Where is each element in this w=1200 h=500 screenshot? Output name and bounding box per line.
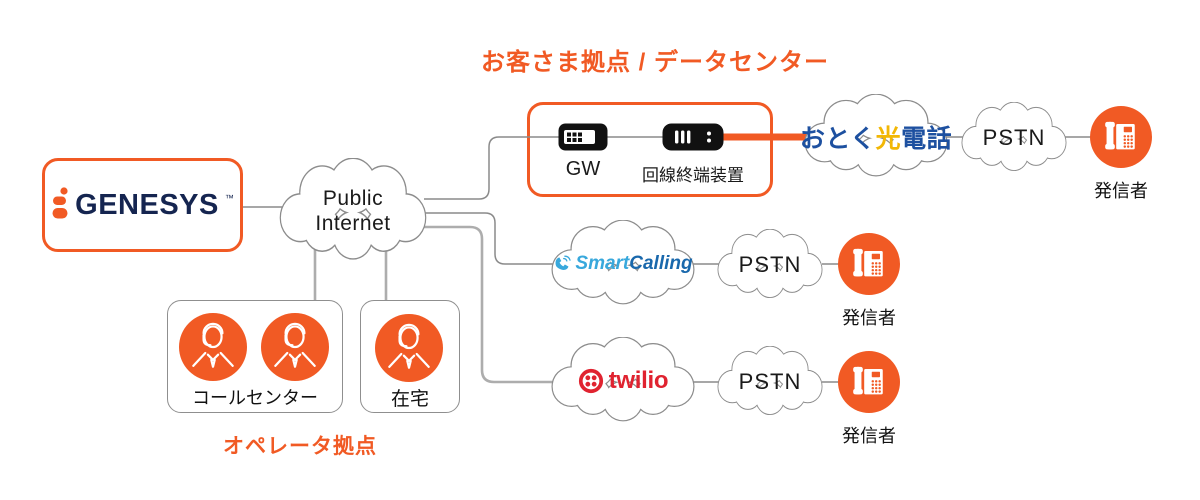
pstn-cloud-3: PSTN: [712, 346, 828, 418]
caller-phone-node-3: [838, 351, 900, 413]
pstn-cloud-2: PSTN: [712, 229, 828, 301]
smartcalling-text: SmartCalling: [575, 253, 692, 275]
pstn-cloud-1: PSTN: [956, 102, 1072, 174]
public-internet-line1: Public: [322, 186, 384, 210]
operator-avatar-home: [375, 314, 443, 382]
otoku-hikari-denwa-logo: おとく光電話: [800, 119, 952, 155]
smartcalling-phone-icon: [553, 255, 572, 274]
public-internet-line2: Internet: [315, 212, 391, 235]
otoku-text-yellow: 光: [875, 125, 902, 153]
genesys-trademark: ™: [224, 193, 234, 203]
pstn-label-1: PSTN: [982, 125, 1046, 150]
home-label: 在宅: [390, 389, 429, 410]
line-internet-smartcalling: [424, 212, 558, 265]
operator-headset-icon: [379, 318, 439, 378]
twilio-cloud: twilio: [544, 337, 702, 425]
smartcalling-text-smart: Smart: [575, 253, 630, 274]
gateway-label: GW: [565, 158, 601, 180]
pstn-label-2: PSTN: [738, 252, 802, 277]
line-terminal-device-icon: [662, 123, 724, 151]
genesys-logo-icon: [51, 186, 69, 224]
gateway-device-icon: [558, 123, 608, 151]
otoku-text-blue2: 電話: [901, 125, 953, 153]
operator-avatar-2: [261, 313, 329, 381]
twilio-logo: twilio: [578, 367, 669, 395]
line-internet-gw: [424, 136, 566, 200]
operator-headset-icon: [183, 317, 243, 377]
public-internet-label: Public Internet: [315, 186, 390, 236]
otoku-hikari-denwa-cloud: おとく光電話: [797, 94, 955, 180]
line-terminal-label: 回線終端装置: [642, 166, 744, 185]
caller-phone-node-1: [1090, 106, 1152, 168]
operator-avatar-1: [179, 313, 247, 381]
twilio-text: twilio: [608, 367, 669, 394]
pstn-label-3: PSTN: [738, 369, 802, 394]
customer-site-header: お客さま拠点 / データセンター: [480, 49, 829, 76]
operator-headset-icon: [265, 317, 325, 377]
caller-phone-node-2: [838, 233, 900, 295]
operator-site-header: オペレータ拠点: [223, 435, 377, 458]
genesys-box: GENESYS ™: [42, 158, 243, 252]
public-internet-cloud: Public Internet: [272, 158, 434, 264]
caller-label-2: 発信者: [842, 308, 896, 328]
desk-phone-icon: [847, 242, 891, 286]
callcenter-label: コールセンター: [192, 388, 318, 408]
smartcalling-logo: SmartCalling: [553, 253, 693, 275]
desk-phone-icon: [1099, 115, 1143, 159]
smartcalling-cloud: SmartCalling: [544, 220, 702, 308]
twilio-mark-icon: [578, 368, 604, 394]
smartcalling-text-calling: Calling: [629, 253, 693, 274]
caller-label-3: 発信者: [842, 426, 896, 446]
desk-phone-icon: [847, 360, 891, 404]
caller-label-1: 発信者: [1094, 181, 1148, 201]
genesys-logo: GENESYS ™: [51, 186, 234, 224]
line-internet-twilio: [424, 225, 558, 384]
genesys-logo-text: GENESYS: [75, 188, 219, 221]
otoku-text-blue1: おとく: [799, 125, 876, 153]
